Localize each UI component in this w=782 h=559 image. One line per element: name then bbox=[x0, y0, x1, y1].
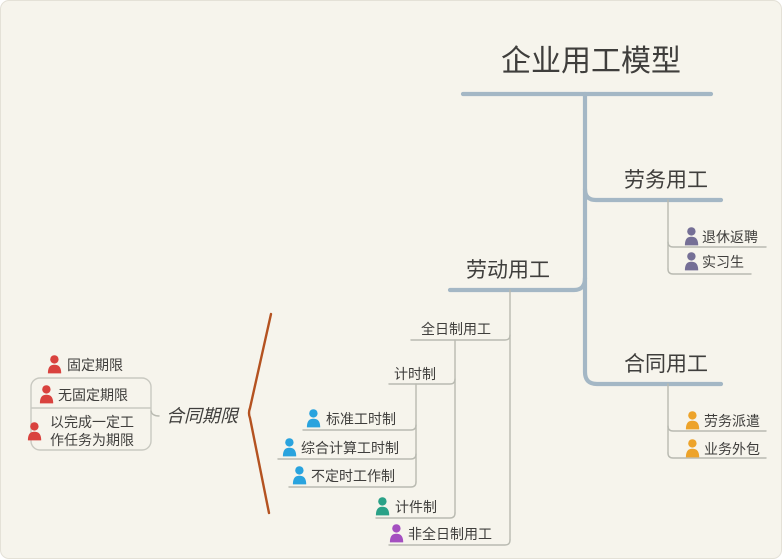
topic-labor-employment[interactable]: 劳动用工 bbox=[466, 259, 550, 282]
person-icon bbox=[27, 422, 42, 441]
topic-contract-employment[interactable]: 合同用工 bbox=[624, 353, 708, 376]
person-icon bbox=[39, 385, 54, 404]
person-icon bbox=[47, 355, 62, 374]
topic-hourly-system[interactable]: 计时制 bbox=[394, 366, 436, 382]
summary-brace[interactable] bbox=[247, 312, 273, 515]
trunk-and-contract-branch-line bbox=[582, 91, 724, 387]
connector bbox=[667, 241, 767, 248]
topic-labor-dispatch[interactable]: 劳务派遣 bbox=[704, 413, 760, 429]
connector bbox=[375, 512, 456, 519]
connector bbox=[288, 481, 417, 488]
topic-comprehensive-hours[interactable]: 综合计算工时制 bbox=[301, 440, 399, 456]
topic-task-based-term-line1[interactable]: 以完成一定工 bbox=[50, 414, 134, 430]
topic-fixed-term[interactable]: 固定期限 bbox=[67, 357, 123, 373]
person-icon bbox=[389, 524, 404, 543]
person-icon bbox=[685, 439, 700, 458]
topic-business-outsourcing[interactable]: 业务外包 bbox=[704, 441, 760, 457]
person-icon bbox=[684, 252, 699, 271]
topic-flexible-hours[interactable]: 不定时工作制 bbox=[311, 468, 395, 484]
connector bbox=[302, 424, 417, 431]
person-icon bbox=[684, 227, 699, 246]
summary-connector bbox=[150, 410, 160, 417]
connector bbox=[388, 378, 456, 385]
connector bbox=[667, 452, 767, 459]
topic-open-term[interactable]: 无固定期限 bbox=[58, 387, 128, 403]
topic-retiree-rehire[interactable]: 退休返聘 bbox=[702, 229, 758, 245]
root-topic[interactable]: 企业用工模型 bbox=[501, 45, 681, 78]
connector bbox=[667, 425, 767, 432]
topic-standard-hours[interactable]: 标准工时制 bbox=[326, 411, 396, 427]
person-icon bbox=[685, 411, 700, 430]
topic-fulltime[interactable]: 全日制用工 bbox=[421, 321, 491, 337]
boundary-box[interactable] bbox=[30, 377, 152, 451]
person-icon bbox=[282, 438, 297, 457]
person-icon bbox=[306, 409, 321, 428]
connector bbox=[388, 539, 511, 546]
topic-intern[interactable]: 实习生 bbox=[702, 254, 744, 270]
person-icon bbox=[375, 497, 390, 516]
summary-topic-contract-term[interactable]: 合同期限 bbox=[166, 406, 240, 426]
topic-parttime[interactable]: 非全日制用工 bbox=[408, 526, 492, 542]
service-branch-line bbox=[582, 186, 724, 203]
connector bbox=[277, 453, 417, 460]
topic-piece-rate[interactable]: 计件制 bbox=[395, 499, 437, 515]
connector bbox=[410, 334, 511, 341]
topic-task-based-term-line2[interactable]: 作任务为期限 bbox=[50, 432, 134, 448]
labor-branch-line bbox=[447, 275, 588, 293]
topic-service-employment[interactable]: 劳务用工 bbox=[624, 169, 708, 192]
person-icon bbox=[292, 466, 307, 485]
connector bbox=[667, 268, 752, 275]
